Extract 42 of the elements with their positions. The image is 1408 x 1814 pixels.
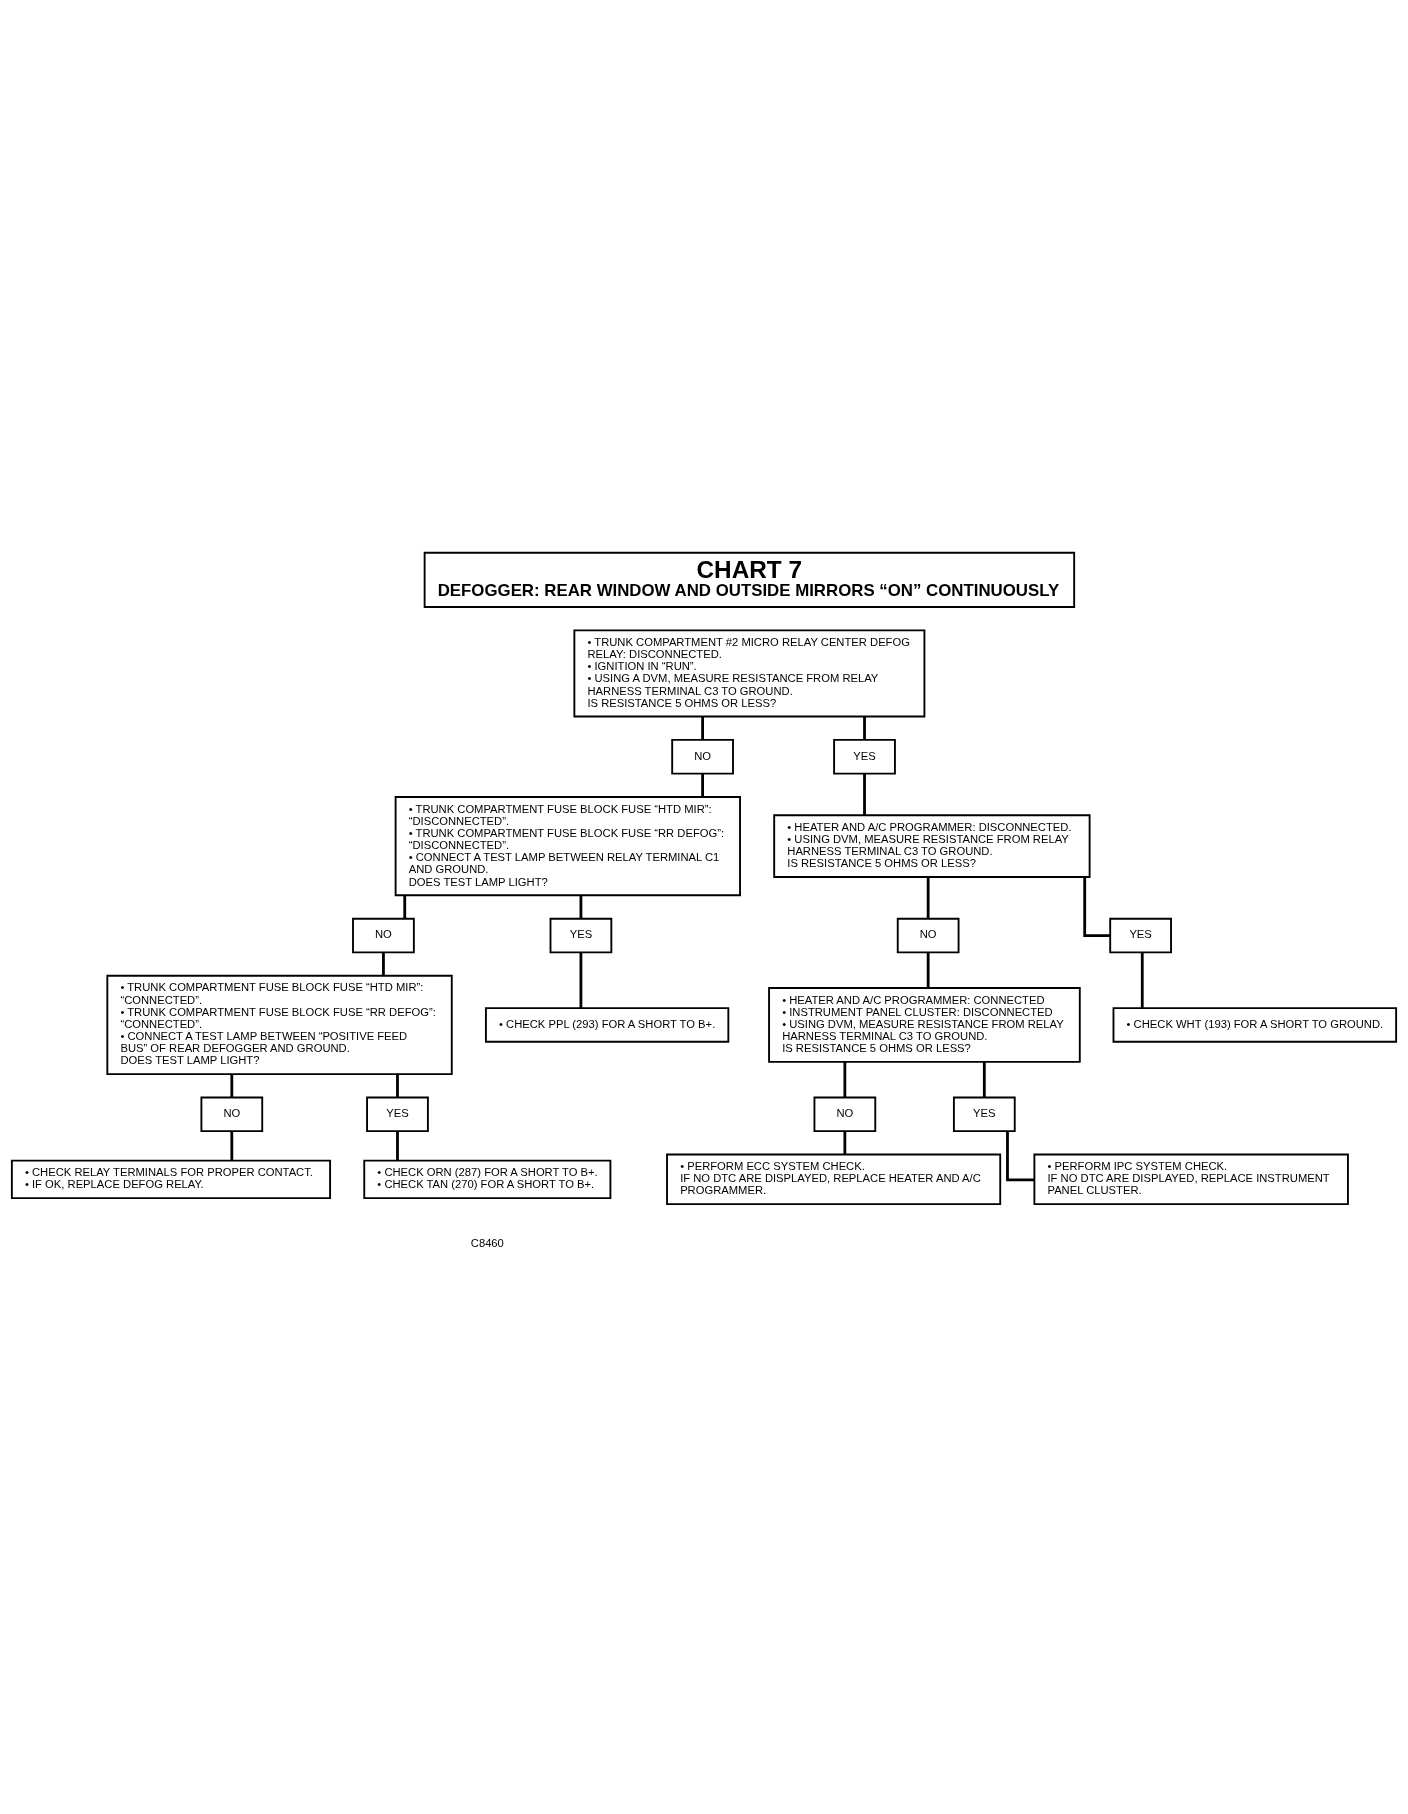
node-box: CHART 7 DEFOGGER: REAR WINDOW AND OUTSIDE MIRRORS “ON” CONTINUOUSLY (423, 551, 1076, 608)
node-box: • CHECK ORN (287) FOR A SHORT TO B+. • CHECK TAN (270) FOR A SHORT TO B+. (363, 1159, 612, 1199)
node-box: YES (549, 917, 613, 954)
node-box: • CHECK PPL (293) FOR A SHORT TO B+. (485, 1007, 730, 1043)
connector (1140, 952, 1144, 1009)
connector (396, 1131, 399, 1161)
node-box: NO (671, 739, 734, 775)
node-box: NO (813, 1096, 877, 1133)
connector (926, 877, 930, 919)
connector (982, 1062, 986, 1098)
connector (843, 1131, 847, 1155)
node-box: NO (352, 917, 415, 954)
node-box: YES (366, 1096, 429, 1133)
connector (230, 1131, 234, 1161)
connector (579, 895, 583, 919)
connector (863, 716, 866, 740)
node-box: • PERFORM ECC SYSTEM CHECK. IF NO DTC ARE DISPLAYED, REPLACE HEATER AND A/C PROGRAMMER. (666, 1153, 1002, 1206)
connector (1083, 877, 1111, 937)
label: C8460 (470, 1237, 504, 1250)
connector (579, 952, 583, 1009)
connector (863, 774, 866, 816)
node-box: • CHECK WHT (193) FOR A SHORT TO GROUND. (1112, 1007, 1398, 1043)
connector (701, 716, 704, 740)
node-box: • TRUNK COMPARTMENT FUSE BLOCK FUSE “HTD MIR”: “DISCONNECTED”. • TRUNK COMPARTMENT FUSE BLOCK FUSE “RR DEFOG”: “DISCONNECTED”. • CONNECT A TEST LAMP BETWEEN RELAY TERMINAL C1 AND GROUND. DOES TEST LAMP LIGHT? (394, 796, 741, 897)
connector (926, 952, 930, 988)
node-box: NO (896, 917, 960, 954)
node-box: YES (833, 739, 896, 775)
connector (396, 1074, 399, 1098)
node-box: • CHECK RELAY TERMINALS FOR PROPER CONTACT. • IF OK, REPLACE DEFOG RELAY. (10, 1159, 332, 1199)
node-box: • HEATER AND A/C PROGRAMMER: CONNECTED • INSTRUMENT PANEL CLUSTER: DISCONNECTED • USING DVM, MEASURE RESISTANCE FROM RELAY HARNESS TERMINAL C3 TO GROUND. IS RESISTANCE 5 OHMS OR LESS? (768, 987, 1081, 1063)
node-box: • TRUNK COMPARTMENT FUSE BLOCK FUSE “HTD MIR”: “CONNECTED”. • TRUNK COMPARTMENT FUSE BLOCK FUSE “RR DEFOG”: “CONNECTED”. • CONNECT A TEST LAMP BETWEEN “POSITIVE FEED BUS” OF REAR DEFOGGER AND GROUND. DOES TEST LAMP LIGHT? (106, 974, 453, 1075)
connector (230, 1074, 234, 1098)
node-box: YES (952, 1096, 1016, 1133)
connector (403, 895, 407, 919)
node-box: • TRUNK COMPARTMENT #2 MICRO RELAY CENTER DEFOG RELAY: DISCONNECTED. • IGNITION IN “RUN”. • USING A DVM, MEASURE RESISTANCE FROM RELAY HARNESS TERMINAL C3 TO GROUND. IS RESISTANCE 5 OHMS OR LESS? (573, 629, 926, 718)
node-box: • HEATER AND A/C PROGRAMMER: DISCONNECTED. • USING DVM, MEASURE RESISTANCE FROM RELAY HARNESS TERMINAL C3 TO GROUND. IS RESISTANCE 5 OHMS OR LESS? (773, 814, 1091, 878)
node-box: NO (200, 1096, 264, 1133)
connector (701, 774, 704, 797)
connector (843, 1062, 847, 1098)
node-box: • PERFORM IPC SYSTEM CHECK. IF NO DTC ARE DISPLAYED, REPLACE INSTRUMENT PANEL CLUSTER. (1033, 1153, 1349, 1206)
connector (382, 952, 385, 976)
node-box: YES (1109, 917, 1172, 954)
